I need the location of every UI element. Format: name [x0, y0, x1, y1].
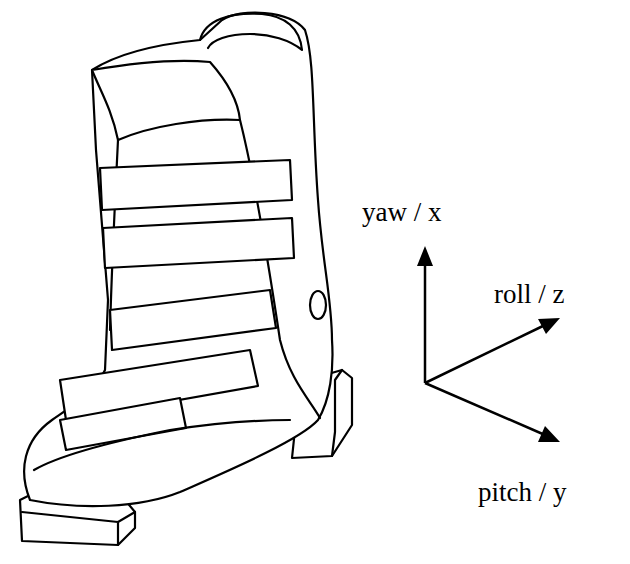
pitch-axis [425, 383, 545, 435]
boot-shell [24, 13, 332, 507]
buckle [110, 290, 276, 350]
boot-tongue [92, 61, 240, 140]
toe-cap-line [34, 420, 290, 470]
rivet [310, 291, 326, 319]
axis-label: pitch / y [478, 478, 567, 508]
heel-edge [332, 370, 342, 456]
axis-label: roll / z [494, 280, 564, 310]
strap [103, 218, 294, 268]
buckle-strap [60, 398, 186, 450]
yaw-axis [424, 262, 427, 383]
arrowhead [417, 246, 433, 266]
arrowhead [538, 426, 560, 442]
axis-label: yaw / x [362, 198, 441, 228]
arrowhead [538, 318, 560, 334]
toe-edge [22, 512, 135, 545]
cuff-loop [200, 14, 302, 50]
roll-axis [425, 325, 545, 383]
strap [100, 160, 292, 210]
